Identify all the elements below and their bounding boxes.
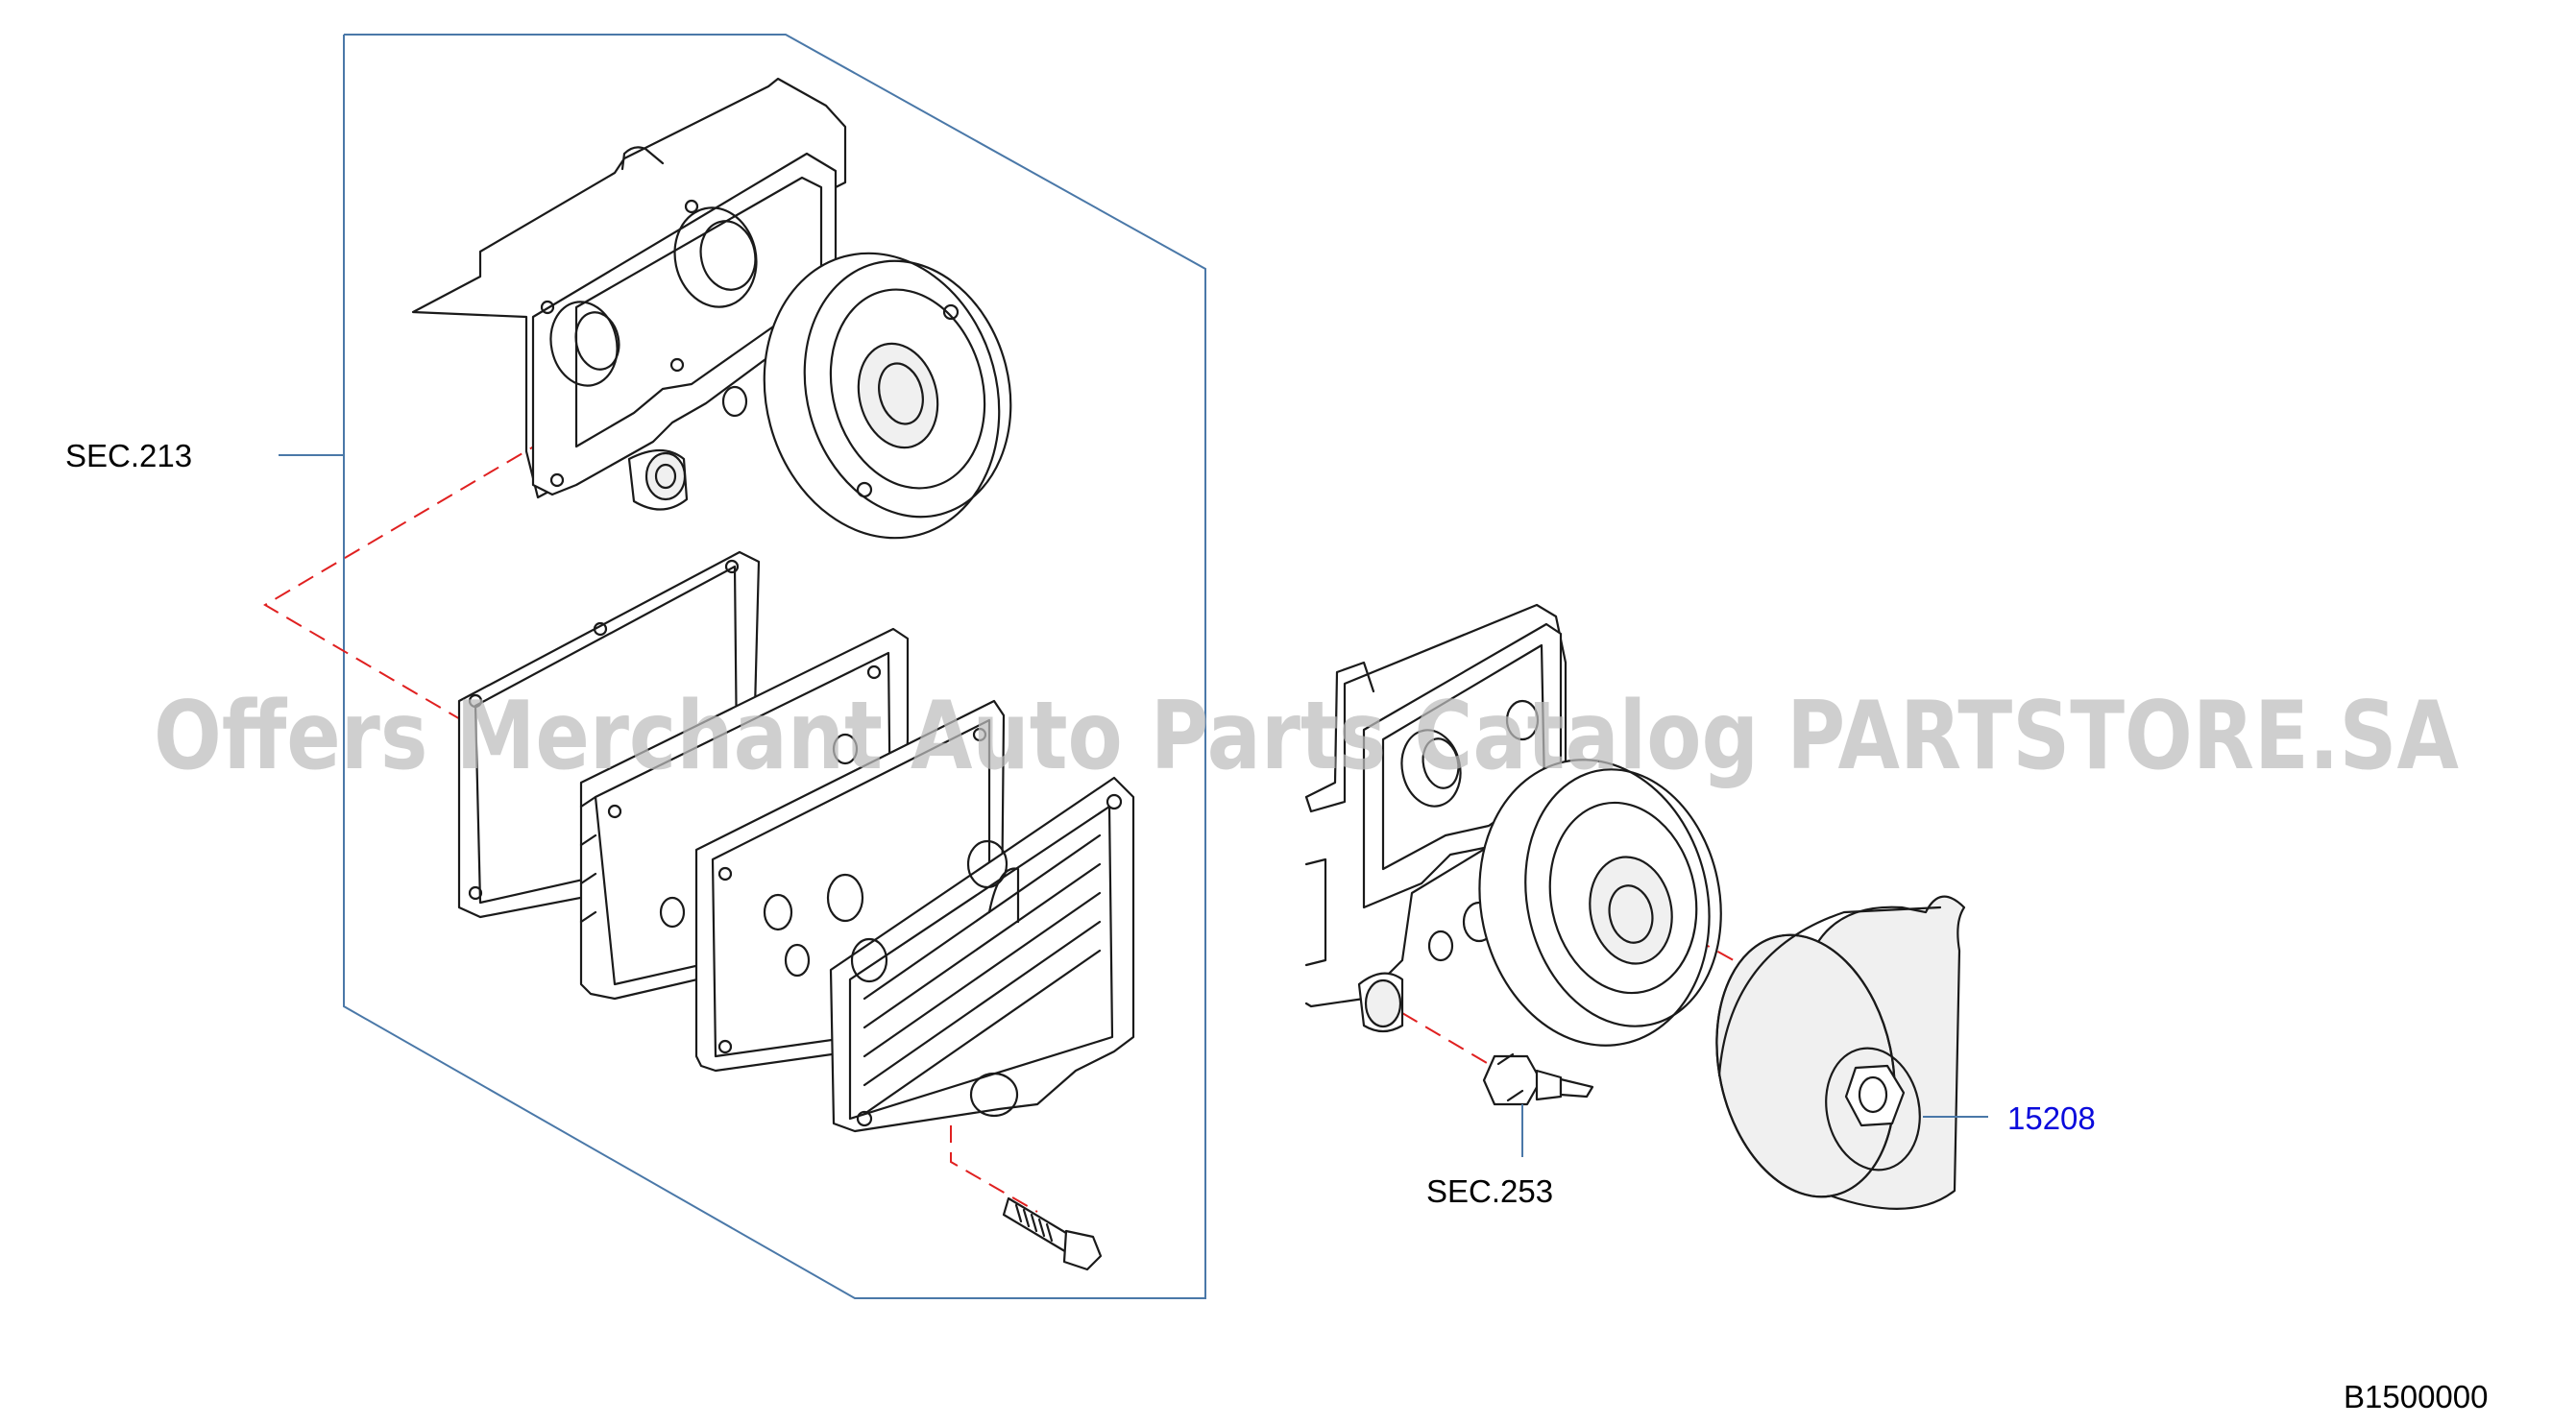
alignment-line-sensor [1401,1012,1509,1076]
sec-253-label: SEC.253 [1426,1173,1553,1209]
oil-cooler-mount [763,252,1012,540]
oil-pressure-sensor [1482,1052,1594,1106]
group-frame [343,34,1206,1299]
oil-cooler-housing [411,77,847,499]
plug [627,449,689,511]
bolt [1002,1196,1103,1271]
oil-filter [1715,895,1966,1210]
reference-code: B1500000 [2344,1379,2488,1414]
oil-cooler-cover [829,776,1135,1133]
sec-213-label: SEC.213 [65,438,192,473]
oil-cooler-mount-installed [1478,759,1722,1047]
part-number-15208[interactable]: 15208 [2007,1100,2096,1136]
watermark: Offers Merchant Auto Parts Catalog PARTS… [154,682,2459,791]
plug-installed [1357,972,1404,1033]
